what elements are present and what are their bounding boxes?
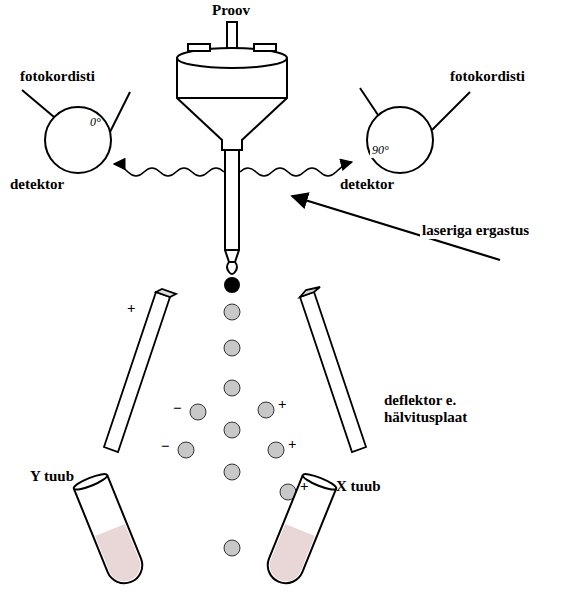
photomultiplier [22, 88, 470, 173]
photomultiplier-label: fotokordisti [450, 68, 525, 85]
droplet [178, 304, 296, 556]
detector-label: detektor [8, 176, 66, 193]
scattered-light [114, 162, 352, 176]
flow-chamber [177, 22, 287, 292]
charge-sign: + [126, 300, 137, 317]
deflector-label: deflektor e. hälvitusplaat [384, 392, 496, 427]
angle-label: 90° [370, 144, 391, 158]
collection-tube [72, 471, 337, 588]
tube-label: Y tuub [30, 468, 74, 485]
sample-label: Proov [212, 2, 250, 19]
charge-sign: + [299, 478, 310, 495]
tube-label: X tuub [336, 478, 381, 495]
charge-sign: − [172, 400, 183, 417]
angle-label: 0° [90, 116, 101, 130]
charge-sign: − [160, 438, 171, 455]
laser-label: laseriga ergastus [420, 222, 531, 239]
charge-sign: + [277, 396, 288, 413]
photomultiplier-label: fotokordisti [20, 68, 95, 85]
charge-sign: + [287, 436, 298, 453]
deflector-plate [104, 287, 366, 452]
detector-label: detektor [338, 176, 396, 193]
